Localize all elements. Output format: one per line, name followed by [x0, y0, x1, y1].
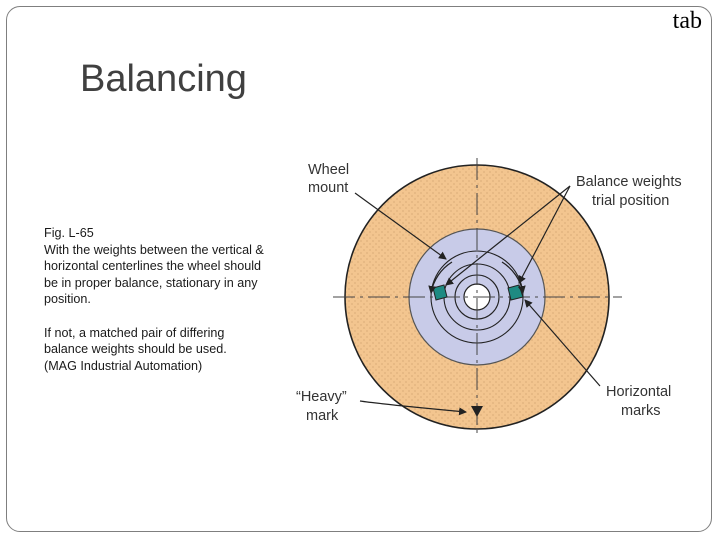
- heavy-mark: [471, 406, 483, 417]
- label-balance-weights: trial position: [592, 193, 669, 209]
- label-heavy-mark: “Heavy”: [296, 389, 347, 405]
- body-text: Fig. L-65 With the weights between the v…: [44, 225, 304, 374]
- label-horizontal-marks: marks: [621, 403, 660, 419]
- body-line: balance weights should be used.: [44, 342, 227, 356]
- wheel-mount-leader: [354, 192, 447, 260]
- slide-title: Balancing: [80, 58, 247, 100]
- body-line: be in proper balance, stationary in any: [44, 275, 258, 290]
- figure-reference: Fig. L-65: [44, 226, 94, 240]
- heavy-mark-leader: [359, 400, 467, 416]
- label-wheel-mount: mount: [308, 180, 348, 196]
- horizontal-marks-leader: [524, 299, 601, 387]
- body-line: (MAG Industrial Automation): [44, 358, 203, 373]
- tab-label: tab: [672, 8, 702, 34]
- label-heavy-mark: mark: [306, 408, 339, 424]
- body-line: If not, a matched pair of differing: [44, 325, 225, 340]
- label-balance-weights: Balance weights: [576, 174, 682, 190]
- balance-weights-leader-right: [518, 185, 571, 284]
- body-line: With the weights between the vertical &: [44, 242, 264, 257]
- rotation-arrow-right: [501, 261, 526, 294]
- body-line: position.: [44, 292, 91, 306]
- balance-weights-leader-left: [445, 185, 571, 286]
- label-wheel-mount: Wheel: [308, 162, 349, 178]
- rotation-arrow-left: [428, 261, 453, 294]
- label-horizontal-marks: Horizontal: [606, 384, 671, 400]
- body-line: horizontal centerlines the wheel should: [44, 259, 262, 273]
- balance-weight-left: [432, 284, 448, 301]
